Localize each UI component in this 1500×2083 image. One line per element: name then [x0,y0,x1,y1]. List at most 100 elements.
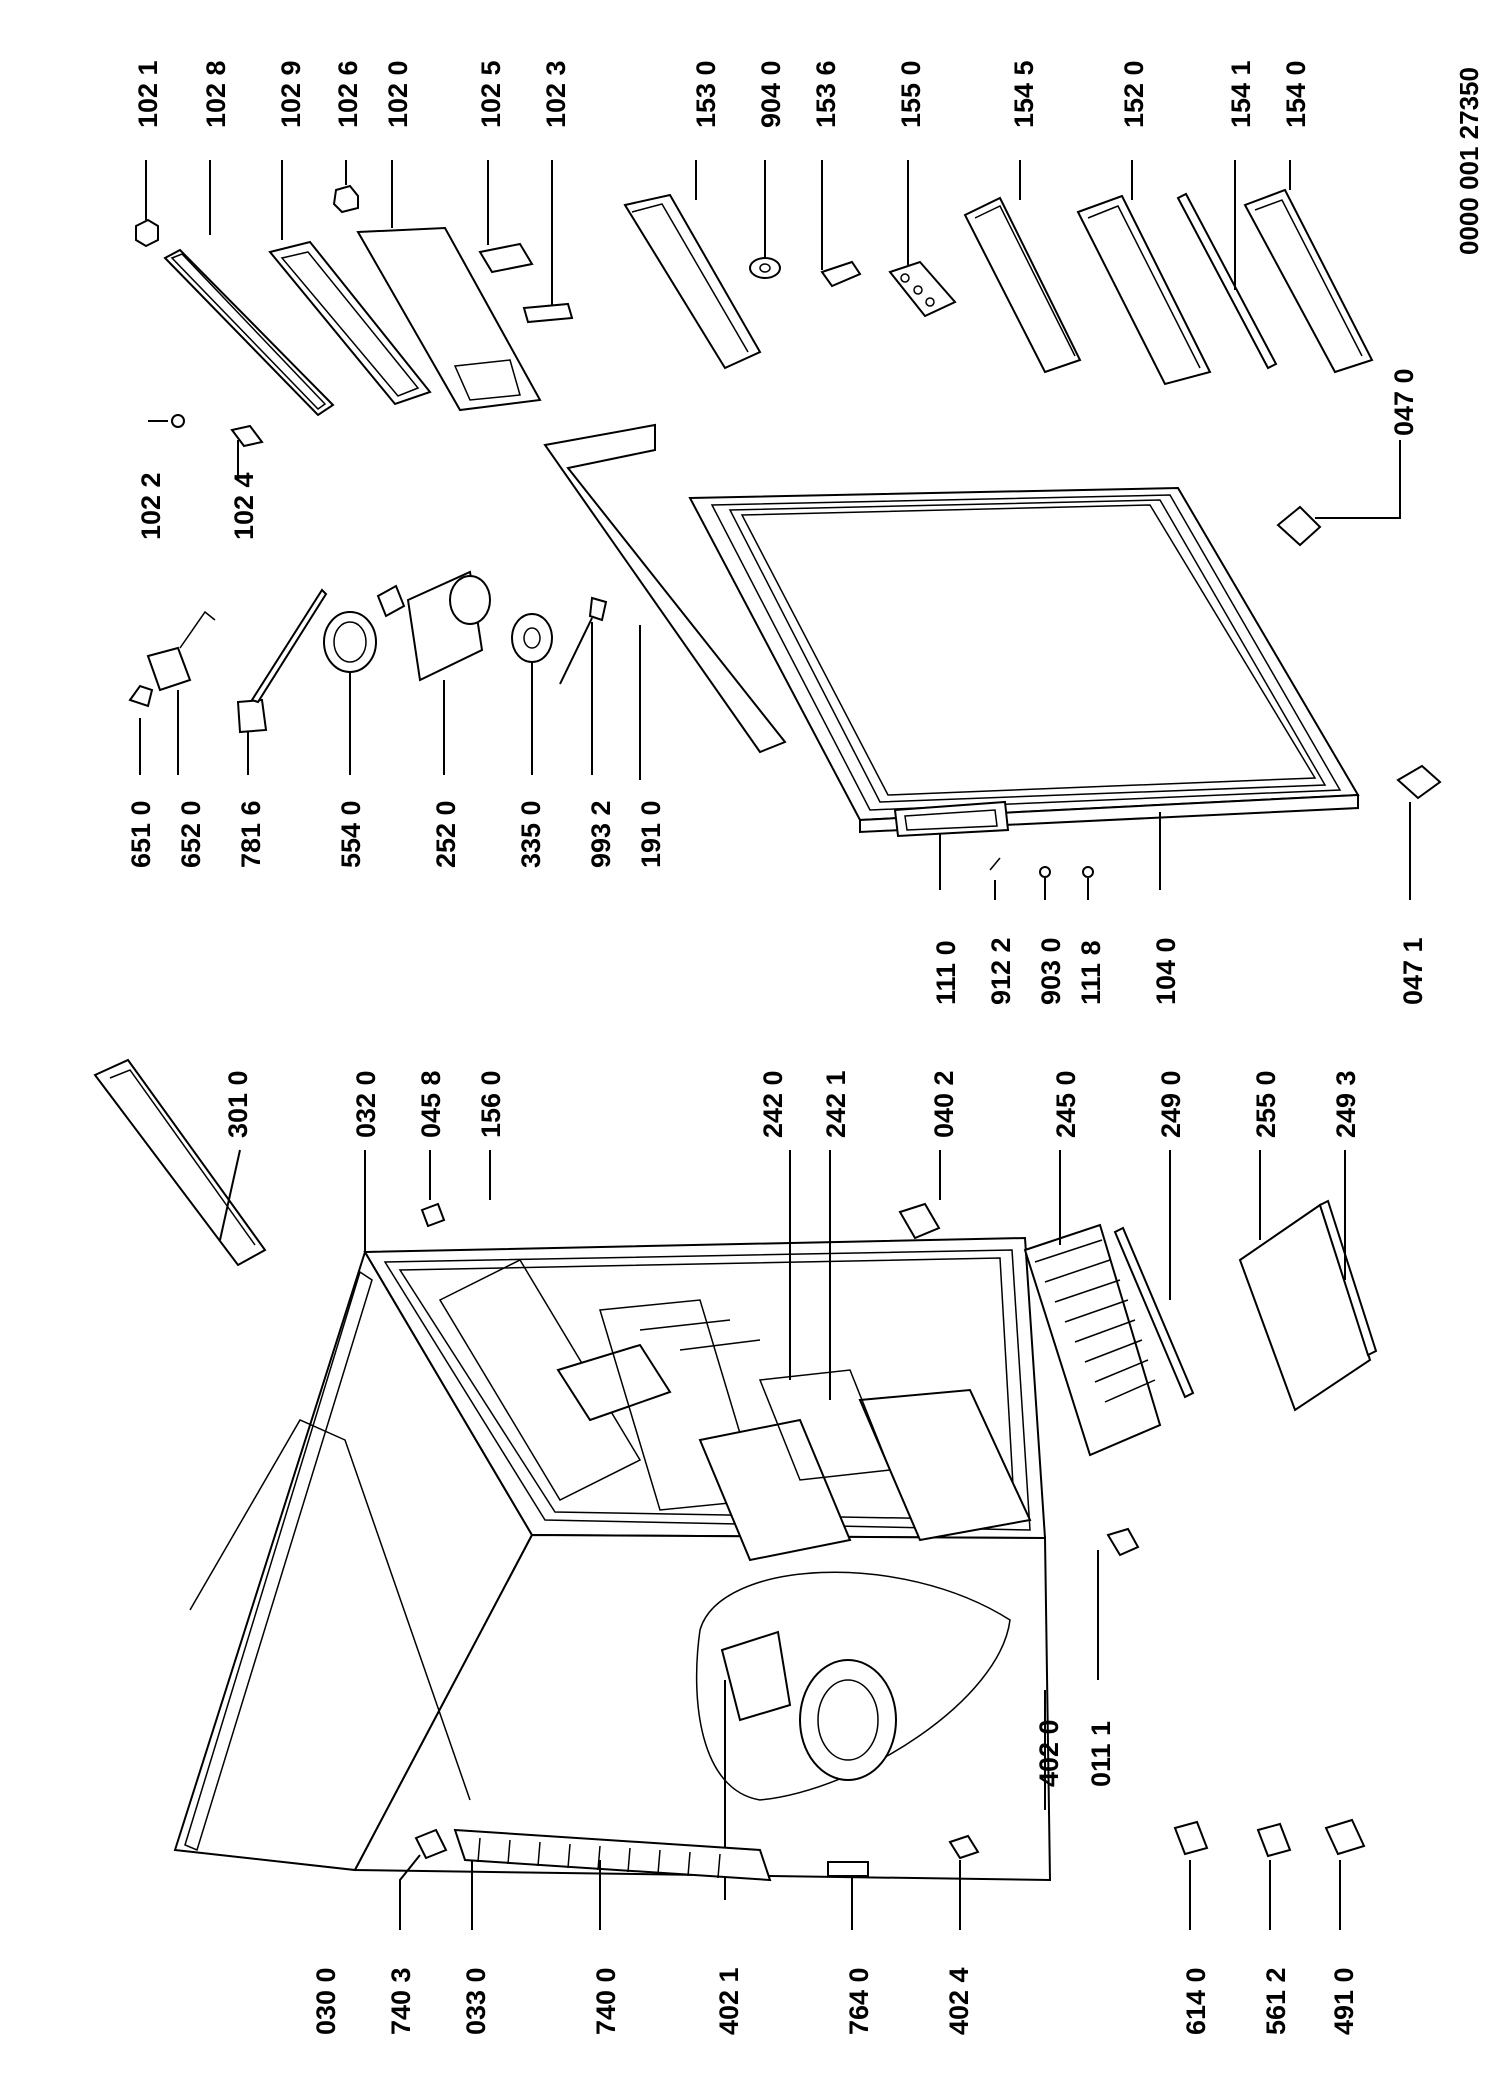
part-label-245-0: 245 0 [1051,1070,1081,1138]
part-label-614-0: 614 0 [1181,1967,1211,2035]
part-label-652-0: 652 0 [176,800,206,868]
part-label-154-5: 154 5 [1009,60,1039,128]
part-301-0-top-trim [93,1058,267,1267]
part-label-102-5: 102 5 [476,60,506,128]
part-label-102-6: 102 6 [333,60,363,128]
part-102-5-pad [478,242,534,274]
part-402-4-clip [948,1834,980,1860]
part-249-3-rail [1318,1199,1378,1357]
part-label-335-0: 335 0 [516,800,546,868]
part-label-033-0: 033 0 [461,1967,491,2035]
part-label-255-0: 255 0 [1251,1070,1281,1138]
document-number: 0000 001 27350 [1454,67,1484,255]
part-045-8-screw [420,1202,446,1228]
part-label-651-0: 651 0 [126,800,156,868]
part-993-2-sensor [559,596,608,685]
part-104-0-door [688,486,1360,834]
part-912-2-screw [989,857,1001,871]
part-740-0-condenser [453,1828,772,1882]
part-label-903-0: 903 0 [1036,937,1066,1005]
part-651-0-knob [128,684,154,708]
part-652-0-thermostat [146,610,216,692]
part-781-6-lamp-holder [236,588,328,734]
part-255-0-glass-shelf [1238,1203,1372,1412]
part-label-402-4: 402 4 [944,1967,974,2035]
part-155-0-egg-tray [888,260,957,318]
part-764-0-drier [827,1861,869,1877]
part-label-154-0: 154 0 [1281,60,1311,128]
part-491-0-cover [1324,1818,1366,1856]
part-label-032-0: 032 0 [351,1070,381,1138]
part-102-8-frame [163,248,335,417]
part-903-0-nut [1039,866,1051,878]
part-102-2-screw [171,414,185,428]
part-label-153-6: 153 6 [811,60,841,128]
part-label-102-2: 102 2 [136,472,166,540]
part-label-102-3: 102 3 [541,60,571,128]
part-154-5-door-shelf [963,196,1082,374]
part-label-104-0: 104 0 [1151,937,1181,1005]
part-label-102-9: 102 9 [276,60,306,128]
part-249-0-strip [1113,1226,1195,1399]
door-parts-group [135,160,1442,900]
part-label-111-0: 111 0 [931,940,961,1005]
part-904-0-knob [749,257,781,279]
part-102-0-door-panel [356,226,542,412]
part-label-249-3: 249 3 [1331,1070,1361,1138]
part-label-154-1: 154 1 [1226,60,1256,128]
part-label-047-1: 047 1 [1398,937,1428,1005]
part-label-554-0: 554 0 [336,800,366,868]
part-label-252-0: 252 0 [431,800,461,868]
part-label-102-8: 102 8 [201,60,231,128]
part-040-2-hinge [898,1202,941,1240]
part-label-402-0: 402 0 [1034,1719,1064,1787]
part-102-3-latch [522,302,574,324]
part-111-8-cap [1082,866,1094,878]
part-154-1-rail [1176,192,1278,370]
part-label-402-1: 402 1 [714,1967,744,2035]
part-111-0-handle [893,800,1010,838]
part-label-561-2: 561 2 [1261,1967,1291,2035]
part-label-040-2: 040 2 [929,1070,959,1138]
part-label-904-0: 904 0 [756,60,786,128]
part-label-153-0: 153 0 [691,60,721,128]
compressor-area [695,1571,1011,1801]
part-335-0-cap [511,613,553,663]
part-245-0-grille [1023,1223,1162,1457]
part-label-242-0: 242 0 [758,1070,788,1138]
part-label-111-8: 111 8 [1076,940,1106,1005]
part-252-0-housing [406,570,491,682]
part-402-0-compressor [799,1659,897,1781]
part-153-6-bracket [820,260,862,288]
part-554-0-fan [323,584,406,673]
part-102-9-tray [268,240,432,406]
part-154-0-door-shelf [1243,188,1374,374]
part-011-1-foot [1106,1527,1140,1557]
part-153-0-bottle-holder [623,193,762,370]
part-label-011-1: 011 1 [1086,1721,1116,1787]
part-label-156-0: 156 0 [476,1070,506,1138]
part-label-045-8: 045 8 [416,1070,446,1138]
control-parts-group [128,570,608,775]
part-191-0-door-gasket [543,423,787,754]
part-402-1-relay [720,1630,792,1722]
part-label-740-3: 740 3 [386,1967,416,2035]
part-047-1-foot [1396,764,1442,800]
part-102-6-hinge [332,184,359,214]
part-614-0-valve [1173,1820,1209,1856]
part-label-993-2: 993 2 [586,800,616,868]
part-152-0-door-shelf [1076,194,1212,386]
part-label-152-0: 152 0 [1119,60,1149,128]
part-label-912-2: 912 2 [986,937,1016,1005]
part-label-047-0: 047 0 [1389,368,1419,436]
part-740-3-bracket [414,1828,448,1860]
part-label-764-0: 764 0 [844,1967,874,2035]
part-label-155-0: 155 0 [896,60,926,128]
part-label-242-1: 242 1 [821,1070,851,1138]
part-label-740-0: 740 0 [591,1967,621,2035]
part-label-102-1: 102 1 [133,60,163,128]
part-label-030-0: 030 0 [311,1967,341,2035]
part-102-4-plate [230,424,264,448]
